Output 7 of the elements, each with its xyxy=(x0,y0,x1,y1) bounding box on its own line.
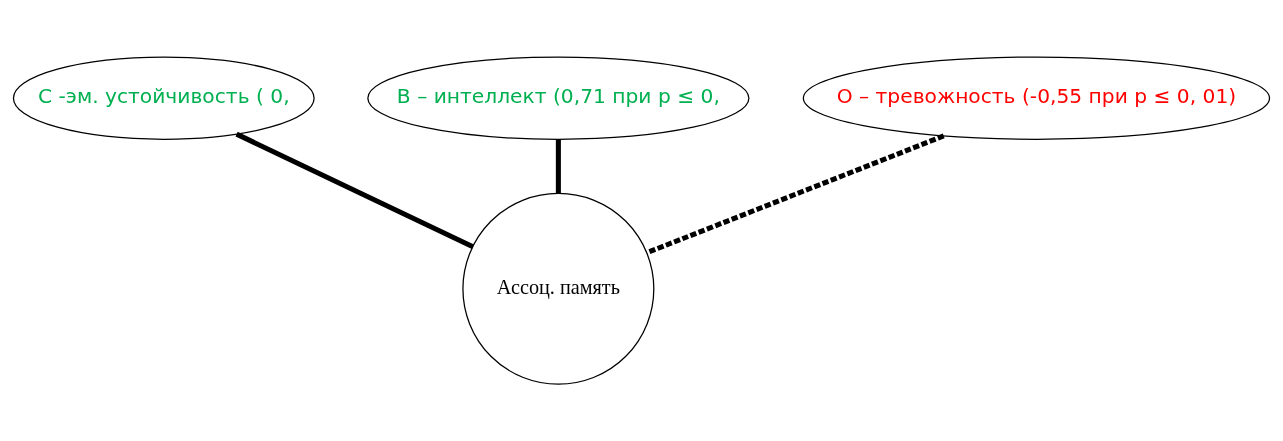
node-circle: Ассоц. память xyxy=(462,192,655,385)
node-ellipse: С -эм. устойчивость ( 0, xyxy=(12,56,315,140)
node-ellipse: В – интеллект (0,71 при р ≤ 0, xyxy=(367,56,750,140)
connector xyxy=(235,131,474,250)
connector xyxy=(555,139,561,194)
node-ellipse: О – тревожность (-0,55 при р ≤ 0, 01) xyxy=(802,56,1271,140)
connector xyxy=(645,133,945,256)
